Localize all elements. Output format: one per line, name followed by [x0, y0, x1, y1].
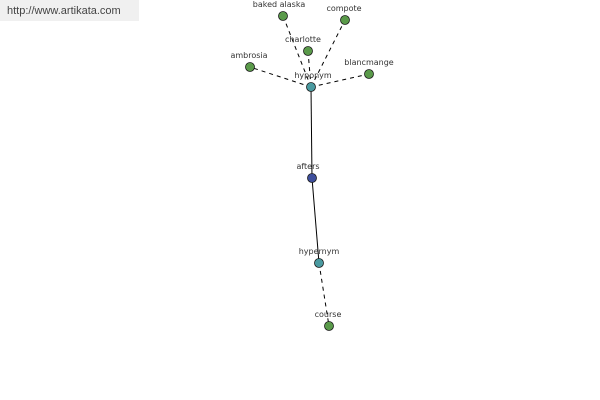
node-circle-compote[interactable]: [340, 15, 350, 25]
edge-hyponym-blancmange: [310, 73, 370, 88]
node-circle-charlotte[interactable]: [303, 46, 313, 56]
node-circle-hypernym[interactable]: [314, 258, 324, 268]
node-label-course: course: [315, 310, 342, 319]
node-ambrosia[interactable]: ambrosia: [230, 51, 268, 72]
node-hyponym[interactable]: hyponym: [294, 71, 332, 92]
edge-hyponym-charlotte: [307, 50, 312, 88]
node-blancmange[interactable]: blancmange: [344, 58, 394, 79]
node-label-ambrosia: ambrosia: [230, 51, 267, 60]
node-charlotte[interactable]: charlotte: [285, 35, 321, 56]
node-circle-afters[interactable]: [307, 173, 317, 183]
node-label-hypernym: hypernym: [299, 247, 340, 256]
node-compote[interactable]: compote: [326, 4, 362, 25]
edge-hyponym-ambrosia: [249, 66, 312, 88]
node-baked-alaska[interactable]: baked alaska: [253, 0, 306, 21]
edge-layer: [249, 15, 370, 327]
source-banner: http://www.artikata.com: [0, 0, 139, 21]
node-circle-ambrosia[interactable]: [245, 62, 255, 72]
node-course[interactable]: course: [315, 310, 342, 331]
node-circle-baked-alaska[interactable]: [278, 11, 288, 21]
node-circle-hyponym[interactable]: [306, 82, 316, 92]
node-label-baked-alaska: baked alaska: [253, 0, 306, 9]
node-circle-blancmange[interactable]: [364, 69, 374, 79]
node-hypernym[interactable]: hypernym: [299, 247, 340, 268]
edge-hypernym-course: [318, 262, 330, 327]
node-afters[interactable]: afters: [296, 162, 320, 183]
node-label-hyponym: hyponym: [294, 71, 332, 80]
node-label-afters: afters: [296, 162, 319, 171]
node-layer: baked alaska compote charlotte ambrosia blan…: [230, 0, 394, 331]
source-url[interactable]: http://www.artikata.com: [7, 5, 121, 17]
node-label-charlotte: charlotte: [285, 35, 321, 44]
edge-afters-hypernym: [311, 177, 320, 264]
node-label-blancmange: blancmange: [344, 58, 394, 67]
node-circle-course[interactable]: [324, 321, 334, 331]
node-label-compote: compote: [326, 4, 361, 13]
edge-afters-hyponym: [310, 86, 313, 179]
